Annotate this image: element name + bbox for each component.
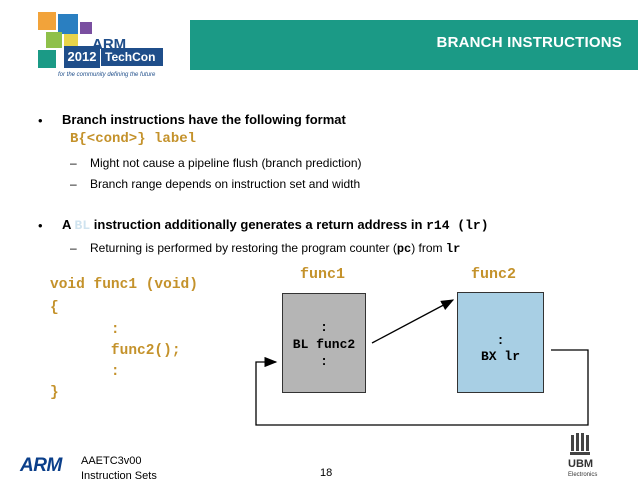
- arm-logo: ARM: [20, 455, 62, 476]
- box1-line: :: [320, 354, 328, 369]
- logo-year: 2012: [64, 46, 100, 68]
- bullet-2-ghost: BL: [74, 218, 91, 233]
- bullet-1-sub-2: Branch range depends on instruction set …: [90, 177, 361, 191]
- footer-code: AAETC3v00: [81, 455, 142, 467]
- bullet-dot: •: [38, 218, 43, 233]
- bullet-1-sub-1: Might not cause a pipeline flush (branch…: [90, 156, 362, 170]
- call-arrow: [371, 299, 455, 344]
- logo-techcon: TechCon: [101, 48, 163, 66]
- code-line: :: [50, 364, 120, 380]
- logo-tagline: for the community defining the future: [58, 72, 156, 78]
- dash: –: [70, 177, 77, 191]
- bullet-2-sub-prefix: Returning is performed by restoring the …: [90, 241, 397, 255]
- page-number: 18: [320, 467, 333, 479]
- bullet-1-text: Branch instructions have the following f…: [62, 112, 346, 127]
- logo-squares-icon: [38, 12, 104, 70]
- ubm-logo-icon: [570, 433, 590, 455]
- bullet-2-text: A BL instruction additionally generates …: [62, 217, 489, 233]
- ubm-logo-text: UBM: [568, 458, 594, 470]
- bullet-2-main: instruction additionally generates a ret…: [93, 217, 423, 232]
- code-line: {: [50, 300, 59, 316]
- box1-line: :: [320, 320, 328, 335]
- bullet-2-prefix: A: [62, 217, 71, 232]
- dash: –: [70, 241, 77, 255]
- bullet-2-sub-middle: ) from: [411, 241, 443, 255]
- code-line: func2();: [50, 343, 181, 359]
- techcon-logo: 2012 ARM TechCon for the community defin…: [0, 0, 190, 92]
- bullet-2-code: r14 (lr): [426, 218, 489, 233]
- return-arrow: [255, 349, 589, 426]
- bullet-2-sub: Returning is performed by restoring the …: [90, 241, 460, 256]
- func2-box: : BX lr: [457, 292, 544, 393]
- slide-title: BRANCH INSTRUCTIONS: [436, 34, 622, 51]
- dash: –: [70, 156, 77, 170]
- bullet-2-sub-code2: lr: [445, 242, 461, 256]
- box1-line: BL func2: [292, 337, 356, 352]
- bullet-dot: •: [38, 113, 43, 128]
- func1-label: func1: [300, 266, 346, 283]
- bullet-1-code: B{<cond>} label: [70, 131, 197, 147]
- footer-subtitle: Instruction Sets: [81, 470, 157, 482]
- box2-line: BX lr: [480, 349, 520, 364]
- ubm-logo-sub: Electronics: [568, 472, 598, 478]
- code-line: void func1 (void): [50, 277, 198, 293]
- func1-box: : BL func2 :: [282, 293, 366, 393]
- code-line: }: [50, 385, 59, 401]
- code-line: :: [50, 322, 120, 338]
- func2-label: func2: [471, 266, 517, 283]
- bullet-2-sub-code1: pc: [396, 242, 412, 256]
- box2-line: :: [496, 333, 505, 348]
